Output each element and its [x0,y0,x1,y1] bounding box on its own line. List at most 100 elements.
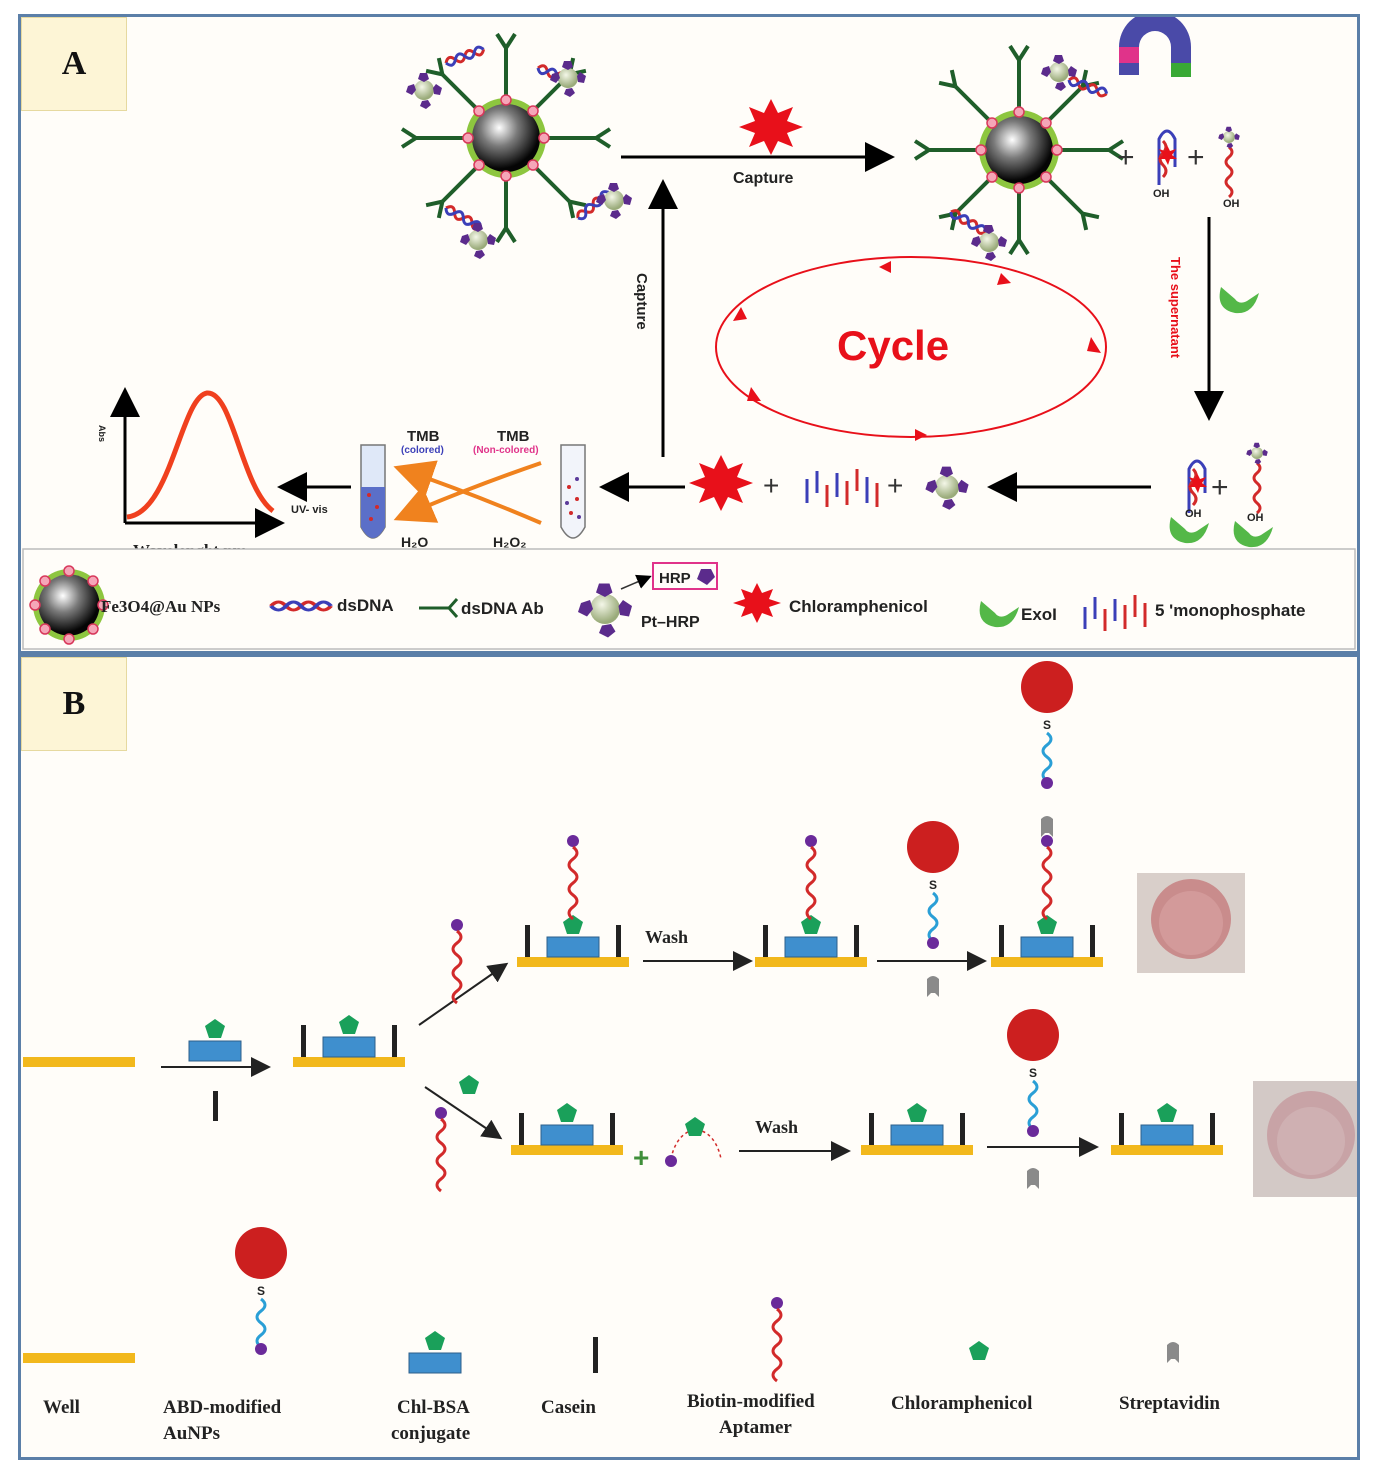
wash-label-upper: Wash [645,927,688,947]
plus-sign: + [763,470,779,501]
fe3o4-nanoparticle-conjugate-left [400,32,632,259]
oh-label: OH [1185,508,1202,520]
legend-chloramphenicol-label: Chloramphenicol [891,1393,1032,1414]
oh-label: OH [1223,198,1240,210]
tmb-colored-sub: (colored) [401,445,444,456]
h2o-label: H₂O [401,534,428,550]
well-lower-b [861,1102,973,1155]
aptamer-chloramphenicol-complex [665,1117,722,1167]
magnet-icon [1119,17,1191,77]
legend-hrp-box [652,562,718,590]
legend-casein-label: Casein [541,1397,596,1418]
legend-dsdna-label: dsDNA [337,596,394,615]
hairpin-dna-with-chloramphenicol [1157,129,1177,185]
legend-fe3o4-label: Fe3O4@Au NPs [101,597,221,616]
oh-label: OH [1153,188,1170,200]
legend-pt-hrp-label: Pt–HRP [641,614,700,631]
legend-aptamer-icon [769,1295,785,1383]
initial-well [23,1057,135,1067]
exoi-icon [1219,287,1259,314]
coated-well [293,1014,405,1067]
oh-label: OH [1247,512,1264,524]
legend-aptamer-label-line1: Biotin-modified [687,1391,815,1412]
result-photo-lower [1253,1081,1357,1197]
panel-a-diagram: Capture [22,17,1356,650]
aptamer-reagent-lower [433,1105,449,1193]
supernatant-label: The supernatant [1168,257,1183,359]
legend-antibody-icon [419,598,459,618]
result-photo-upper [1137,873,1245,973]
chloramphenicol-star-bottom [689,455,753,511]
aptamer-reagent-upper [449,917,465,1005]
chl-bsa-reagent [188,1018,242,1062]
tmb-colored-title: TMB [407,428,440,445]
legend-well-icon [23,1353,135,1363]
capture-label-top: Capture [733,170,794,187]
plus-sign: + [887,470,903,501]
monophosphate-nucleotides [805,469,879,507]
legend-streptavidin-label: Streptavidin [1119,1393,1220,1414]
legend-exoi-icon [979,601,1019,628]
well-lower-c [1111,1102,1223,1155]
casein-reagent [213,1091,218,1121]
streptavidin-reagent-upper [927,976,939,997]
legend-hrp-pentagon-icon [697,569,715,585]
tmb-noncolored-title: TMB [497,428,530,445]
tmb-reaction-arrows [393,460,542,525]
panel-b: B S [18,654,1360,1460]
panel-b-diagram: S Wash [23,659,1357,1444]
absorbance-spectrum-plot [110,387,285,538]
legend-streptavidin-icon [1167,1342,1179,1363]
chloramphenicol-star-top [739,99,803,155]
streptavidin-reagent-lower [1027,1168,1039,1189]
well-after-wash-upper [755,833,867,967]
legend-monophosphate-icon [1083,595,1147,631]
tmb-noncolored-sub: (Non-colored) [473,445,539,456]
cycle-label: Cycle [837,322,949,369]
legend-chloramphenicol-icon [733,583,781,623]
legend-abd-label-line2: AuNPs [163,1423,220,1444]
capture-label-side: Capture [633,273,650,330]
free-chloramphenicol-lower [459,1075,479,1094]
panel-a-label: A [21,17,127,111]
legend-chl-bsa-label-line2: conjugate [391,1423,470,1444]
test-tube-noncolored [560,444,586,539]
well-aunp-bound-upper [991,659,1103,967]
pt-hrp-free [925,466,969,510]
test-tube-colored [360,444,386,539]
legend-dsdna-ab-label: dsDNA Ab [461,599,544,618]
plus-sign-lower: + [633,1142,649,1173]
plus-sign: + [1187,141,1205,174]
wash-label-lower: Wash [755,1117,798,1137]
legend-fe3o4-icon [29,565,109,645]
legend-chloramphenicol-label: Chloramphenicol [789,597,928,616]
abd-aunp-reagent-lower [1005,1007,1061,1139]
well-lower-a [511,1102,623,1155]
panel-b-label: B [21,657,127,751]
legend-well-label: Well [43,1397,80,1418]
legend-monophosphate-label: 5 'monophosphate [1155,601,1305,620]
legend-chl-bsa-label-line1: Chl-BSA [397,1397,470,1418]
hairpin-dna-exoi-bound: OH [1169,459,1209,544]
plus-sign: + [1211,471,1229,504]
panel-a-legend [22,548,1356,650]
panel-a: A [18,14,1360,654]
plus-sign: + [1117,141,1135,174]
fe3o4-nanoparticle-conjugate-right [913,44,1125,261]
legend-hrp-label: HRP [659,570,691,587]
h2o2-label: H₂O₂ [493,534,526,550]
legend-chl-bsa-icon [408,1330,462,1374]
legend-aptamer-label-line2: Aptamer [719,1417,792,1438]
legend-abd-label-line1: ABD-modified [163,1397,282,1418]
legend-casein-icon [593,1337,598,1373]
aptamer-strand-exoi-bound: OH [1233,442,1273,548]
well-aptamer-bound-upper [517,833,629,967]
abd-aunp-reagent-upper [905,819,961,951]
legend-exoi-label: ExoI [1021,605,1057,624]
cycle-loop [715,256,1107,441]
legend-abd-aunp-icon [233,1225,289,1357]
uv-vis-label: UV- vis [291,504,328,516]
legend-chloramphenicol-icon [969,1341,989,1360]
free-aptamer-strand-pt-hrp [1218,126,1240,199]
abs-axis-label: Abs [97,425,107,442]
